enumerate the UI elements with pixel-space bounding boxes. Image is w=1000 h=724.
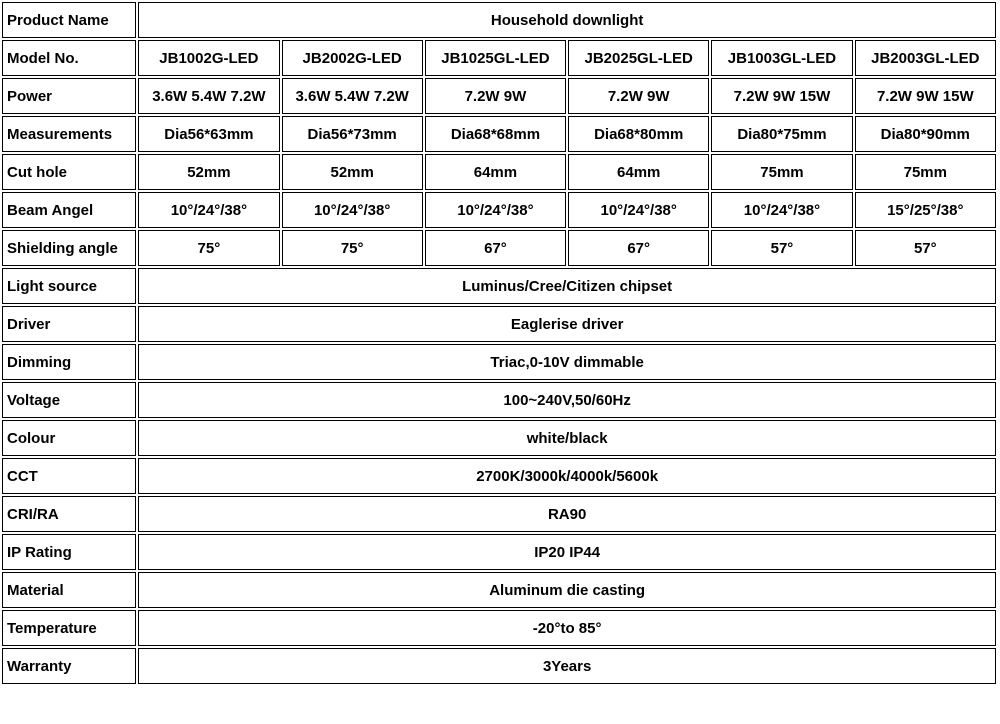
table-row-ip-rating: IP Rating IP20 IP44 [2,534,996,570]
power-cell: 7.2W 9W 15W [854,78,996,114]
light-source-value: Luminus/Cree/Citizen chipset [138,268,996,304]
row-label-cut-hole: Cut hole [2,154,137,190]
cut-hole-cell: 64mm [424,154,567,190]
measurements-cell: Dia56*63mm [138,116,280,152]
shielding-angle-cell: 57° [711,230,853,266]
table-row-product-name: Product Name Household downlight [2,2,996,38]
cri-ra-value: RA90 [138,496,996,532]
row-label-measurements: Measurements [2,116,137,152]
cut-hole-cell: 64mm [568,154,710,190]
table-row-voltage: Voltage 100~240V,50/60Hz [2,382,996,418]
row-label-material: Material [2,572,137,608]
beam-angle-cell: 10°/24°/38° [711,192,853,228]
row-label-warranty: Warranty [2,648,137,684]
table-row-beam-angle: Beam Angel 10°/24°/38° 10°/24°/38° 10°/2… [2,192,996,228]
table-row-warranty: Warranty 3Years [2,648,996,684]
row-label-power: Power [2,78,137,114]
beam-angle-cell: 10°/24°/38° [138,192,280,228]
table-row-cct: CCT 2700K/3000k/4000k/5600k [2,458,996,494]
table-row-temperature: Temperature -20°to 85° [2,610,996,646]
material-value: Aluminum die casting [138,572,996,608]
product-name-value: Household downlight [138,2,996,38]
colour-value: white/black [138,420,996,456]
measurements-cell: Dia68*80mm [568,116,710,152]
driver-value: Eaglerise driver [138,306,996,342]
temperature-value: -20°to 85° [138,610,996,646]
model-no-cell: JB2025GL-LED [568,40,710,76]
table-row-light-source: Light source Luminus/Cree/Citizen chipse… [2,268,996,304]
row-label-dimming: Dimming [2,344,137,380]
table-row-model-no: Model No. JB1002G-LED JB2002G-LED JB1025… [2,40,996,76]
table-row-shielding-angle: Shielding angle 75° 75° 67° 67° 57° 57° [2,230,996,266]
table-row-material: Material Aluminum die casting [2,572,996,608]
beam-angle-cell: 10°/24°/38° [568,192,710,228]
measurements-cell: Dia68*68mm [424,116,567,152]
voltage-value: 100~240V,50/60Hz [138,382,996,418]
shielding-angle-cell: 57° [854,230,996,266]
shielding-angle-cell: 75° [281,230,423,266]
dimming-value: Triac,0-10V dimmable [138,344,996,380]
ip-rating-value: IP20 IP44 [138,534,996,570]
shielding-angle-cell: 67° [424,230,567,266]
power-cell: 7.2W 9W 15W [711,78,853,114]
measurements-cell: Dia80*90mm [854,116,996,152]
model-no-cell: JB1025GL-LED [424,40,567,76]
table-row-driver: Driver Eaglerise driver [2,306,996,342]
row-label-model-no: Model No. [2,40,137,76]
power-cell: 3.6W 5.4W 7.2W [281,78,423,114]
row-label-light-source: Light source [2,268,137,304]
cut-hole-cell: 52mm [138,154,280,190]
table-row-cri-ra: CRI/RA RA90 [2,496,996,532]
model-no-cell: JB2003GL-LED [854,40,996,76]
power-cell: 7.2W 9W [424,78,567,114]
row-label-product-name: Product Name [2,2,137,38]
beam-angle-cell: 10°/24°/38° [281,192,423,228]
row-label-colour: Colour [2,420,137,456]
row-label-driver: Driver [2,306,137,342]
model-no-cell: JB1002G-LED [138,40,280,76]
row-label-ip-rating: IP Rating [2,534,137,570]
row-label-temperature: Temperature [2,610,137,646]
beam-angle-cell: 10°/24°/38° [424,192,567,228]
cut-hole-cell: 75mm [854,154,996,190]
table-row-cut-hole: Cut hole 52mm 52mm 64mm 64mm 75mm 75mm [2,154,996,190]
cct-value: 2700K/3000k/4000k/5600k [138,458,996,494]
row-label-cri-ra: CRI/RA [2,496,137,532]
shielding-angle-cell: 67° [568,230,710,266]
table-row-measurements: Measurements Dia56*63mm Dia56*73mm Dia68… [2,116,996,152]
measurements-cell: Dia80*75mm [711,116,853,152]
product-spec-table: Product Name Household downlight Model N… [2,2,996,684]
power-cell: 7.2W 9W [568,78,710,114]
table-row-colour: Colour white/black [2,420,996,456]
beam-angle-cell: 15°/25°/38° [854,192,996,228]
warranty-value: 3Years [138,648,996,684]
row-label-shielding-angle: Shielding angle [2,230,137,266]
row-label-cct: CCT [2,458,137,494]
table-row-dimming: Dimming Triac,0-10V dimmable [2,344,996,380]
cut-hole-cell: 52mm [281,154,423,190]
row-label-voltage: Voltage [2,382,137,418]
power-cell: 3.6W 5.4W 7.2W [138,78,280,114]
model-no-cell: JB2002G-LED [281,40,423,76]
measurements-cell: Dia56*73mm [281,116,423,152]
cut-hole-cell: 75mm [711,154,853,190]
shielding-angle-cell: 75° [138,230,280,266]
row-label-beam-angle: Beam Angel [2,192,137,228]
model-no-cell: JB1003GL-LED [711,40,853,76]
table-row-power: Power 3.6W 5.4W 7.2W 3.6W 5.4W 7.2W 7.2W… [2,78,996,114]
